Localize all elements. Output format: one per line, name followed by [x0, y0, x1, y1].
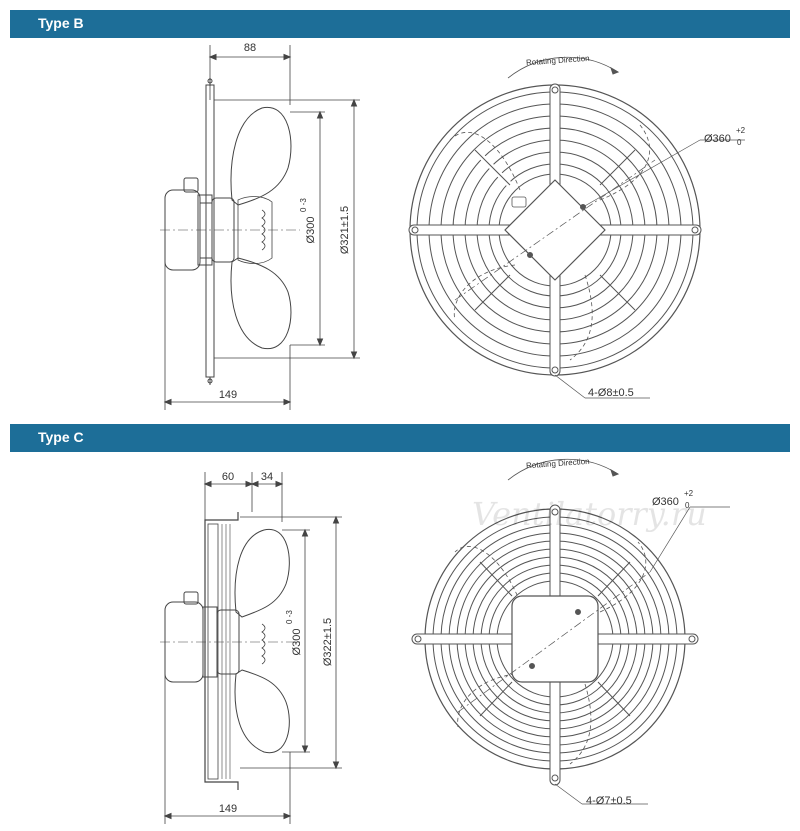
section-title: Type B — [38, 15, 84, 31]
type-c-drawing: 60 34 149 Ø300 0 -3 Ø322±1.5 — [160, 457, 730, 824]
section-type-b: Type B — [0, 0, 800, 412]
dim-guard-tol-upper: +2 — [684, 489, 694, 498]
dim-dia-outer: Ø322±1.5 — [322, 618, 334, 666]
section-header: Type B — [10, 10, 790, 38]
dim-holes: 4-Ø7±0.5 — [586, 795, 632, 807]
section-header: Type C — [10, 424, 790, 452]
section-type-c: Type C — [0, 412, 800, 831]
dim-guard-tol-upper: +2 — [736, 126, 746, 135]
dim-guard-dia: Ø360 — [704, 133, 731, 145]
front-view — [411, 458, 730, 805]
dim-guard-dia: Ø360 — [652, 496, 679, 508]
side-view — [160, 45, 360, 410]
dim-dia-inner-tol: 0 -3 — [299, 198, 308, 212]
dim-dia-inner: Ø300 — [305, 217, 317, 244]
dim-width-bottom: 149 — [219, 389, 237, 401]
section-title: Type C — [38, 429, 84, 445]
dim-dia-inner-tol: 0 -3 — [285, 610, 294, 624]
dim-width-top: 88 — [244, 42, 256, 54]
rotation-label: Rotating Direction — [526, 54, 590, 67]
dim-guard-tol-lower: 0 — [685, 501, 690, 510]
dim-guard-tol-lower: 0 — [737, 138, 742, 147]
front-view — [408, 56, 745, 399]
dim-width-top-a: 60 — [222, 471, 234, 483]
dim-dia-inner: Ø300 — [291, 629, 303, 656]
rotation-label: Rotating Direction — [526, 457, 590, 470]
dim-dia-outer: Ø321±1.5 — [339, 206, 351, 254]
watermark: Ventilatorry.ru — [472, 495, 707, 533]
type-b-drawing: 88 149 Ø300 0 -3 Ø321±1.5 — [160, 42, 746, 410]
dim-width-bottom: 149 — [219, 803, 237, 815]
side-view — [160, 472, 342, 824]
dim-width-top-b: 34 — [261, 471, 273, 483]
dim-holes: 4-Ø8±0.5 — [588, 387, 634, 399]
